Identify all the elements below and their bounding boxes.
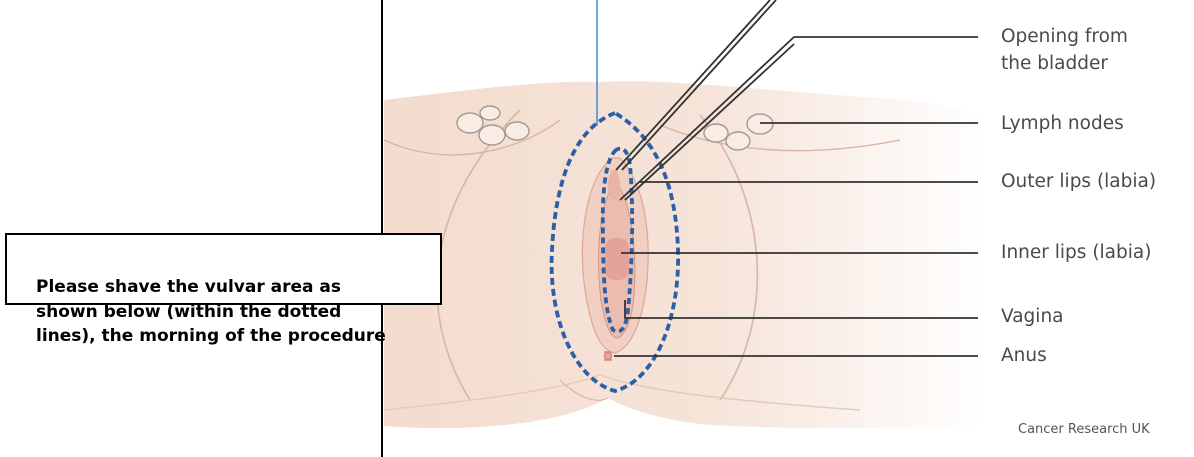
image-credit: Cancer Research UK: [1018, 422, 1150, 437]
label-lymph-nodes: Lymph nodes: [1001, 110, 1124, 137]
label-vagina: Vagina: [1001, 303, 1064, 330]
label-bladder-opening: Opening from the bladder: [1001, 23, 1128, 77]
anus-mark: [604, 352, 612, 360]
body-skin: [384, 81, 985, 428]
instruction-text: Please shave the vulvar area as shown be…: [36, 275, 446, 349]
label-outer-lips: Outer lips (labia): [1001, 168, 1156, 195]
vaginal-opening: [605, 238, 629, 280]
label-inner-lips: Inner lips (labia): [1001, 239, 1151, 266]
label-anus: Anus: [1001, 342, 1047, 369]
